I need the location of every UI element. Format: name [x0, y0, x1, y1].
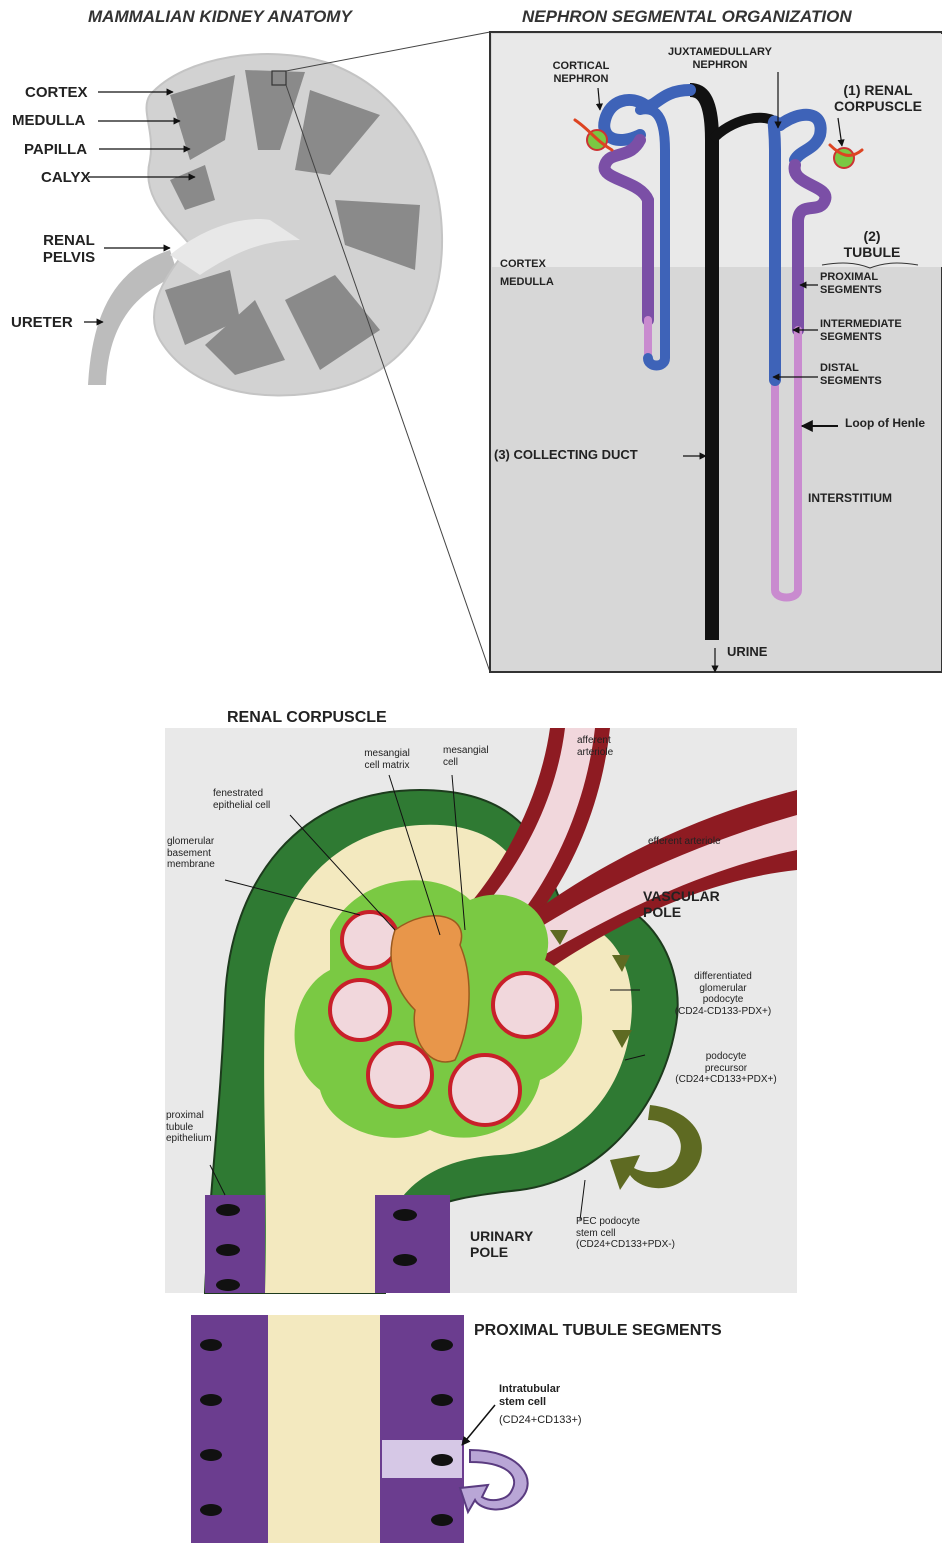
label-mesangial-cell-matrix: mesangial cell matrix: [350, 748, 424, 771]
label-cortical-nephron: CORTICAL NEPHRON: [540, 60, 622, 85]
label-tubule: (2) TUBULE: [822, 228, 922, 260]
nephron-panel: [490, 32, 942, 672]
nephron-organization-header: NEPHRON SEGMENTAL ORGANIZATION: [522, 7, 852, 27]
label-medulla: MEDULLA: [12, 112, 85, 129]
label-renal-pelvis: RENAL PELVIS: [36, 232, 102, 267]
label-efferent-arteriole: efferent arteriole: [648, 836, 721, 848]
label-proximal-segments: PROXIMAL SEGMENTS: [820, 271, 882, 296]
proximal-tubule-right: [375, 1195, 450, 1293]
kidney-anatomy-header: MAMMALIAN KIDNEY ANATOMY: [88, 7, 352, 27]
label-pec-stem-cell: PEC podocyte stem cell (CD24+CD133+PDX-): [576, 1216, 675, 1251]
label-interstitium: INTERSTITIUM: [808, 492, 892, 506]
label-proximal-tubule-epithelium: proximal tubule epithelium: [166, 1110, 212, 1145]
kidney-illustration: [84, 32, 490, 672]
label-afferent-arteriole: afferent arteriole: [577, 735, 613, 758]
label-distal-segments: DISTAL SEGMENTS: [820, 362, 882, 387]
renal-corpuscle-title: RENAL CORPUSCLE: [227, 709, 387, 727]
label-fenestrated-epithelial-cell: fenestrated epithelial cell: [213, 788, 270, 811]
label-collecting-duct: (3) COLLECTING DUCT: [494, 448, 638, 463]
label-panel-cortex: CORTEX: [500, 258, 546, 271]
label-urinary-pole: URINARY POLE: [470, 1228, 533, 1260]
label-stem-cell-markers: (CD24+CD133+): [499, 1414, 582, 1427]
label-calyx: CALYX: [41, 169, 90, 186]
label-vascular-pole: VASCULAR POLE: [643, 888, 720, 920]
label-renal-corpuscle: (1) RENAL CORPUSCLE: [822, 82, 934, 114]
label-mesangial-cell: mesangial cell: [443, 745, 489, 768]
proximal-tubule-illustration: [191, 1315, 528, 1543]
proximal-tubule-title: PROXIMAL TUBULE SEGMENTS: [474, 1322, 722, 1340]
label-podocyte-precursor: podocyte precursor (CD24+CD133+PDX+): [660, 1051, 792, 1086]
label-papilla: PAPILLA: [24, 141, 87, 158]
label-differentiated-podocyte: differentiated glomerular podocyte (CD24…: [653, 971, 793, 1017]
label-juxtamedullary-nephron: JUXTAMEDULLARY NEPHRON: [650, 46, 790, 71]
label-panel-medulla: MEDULLA: [500, 276, 554, 289]
label-cortex: CORTEX: [25, 84, 88, 101]
label-urine: URINE: [727, 645, 767, 660]
label-ureter: URETER: [11, 314, 73, 331]
label-loop-of-henle: Loop of Henle: [845, 417, 925, 431]
label-intratubular-stem-cell: Intratubular stem cell: [499, 1383, 560, 1408]
label-glomerular-basement-membrane: glomerular basement membrane: [167, 836, 215, 871]
stem-cell-curved-arrow: [460, 1450, 528, 1512]
label-intermediate-segments: INTERMEDIATE SEGMENTS: [820, 318, 902, 343]
